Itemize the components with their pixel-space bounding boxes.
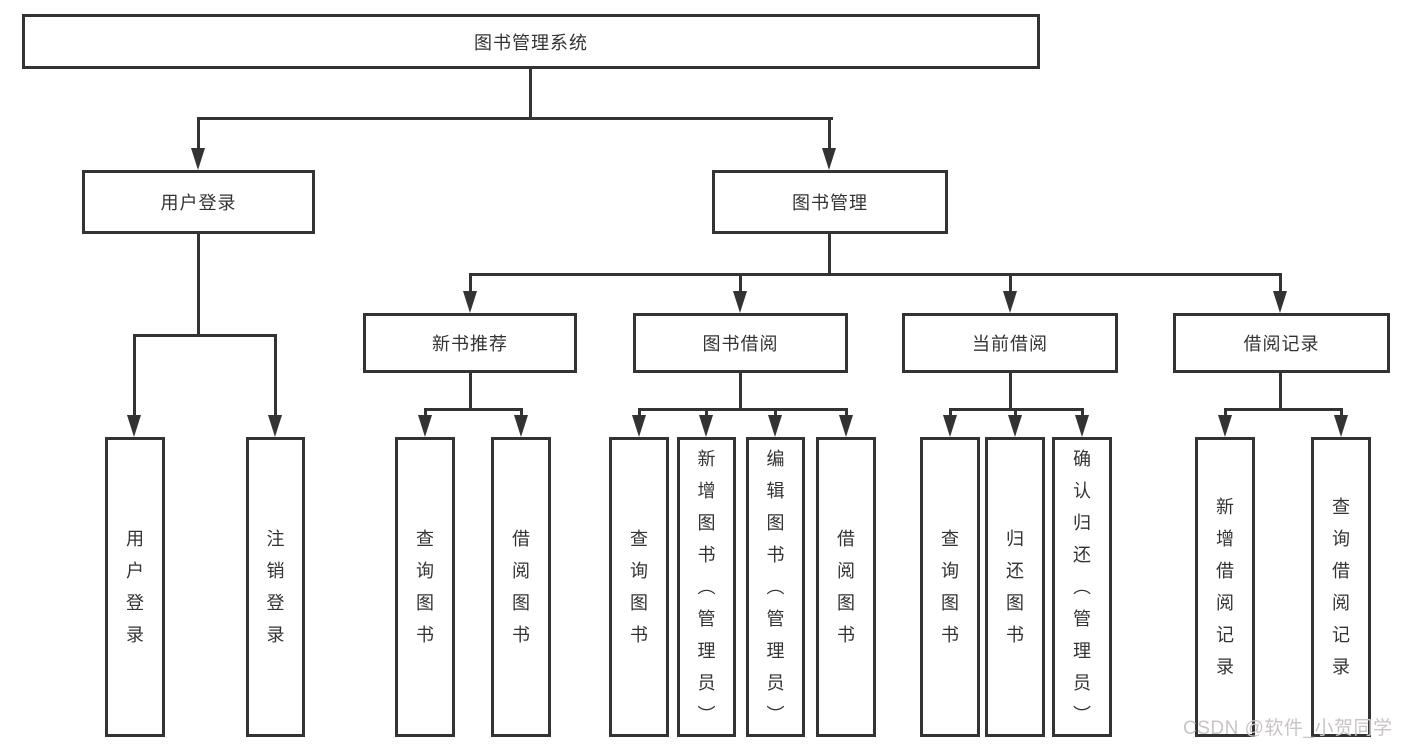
connector-line [1224, 408, 1227, 420]
node-user-login: 用户登录 [82, 170, 315, 234]
connector-line [1081, 408, 1084, 420]
connector-line [739, 273, 742, 295]
node-label: 当前借阅 [972, 334, 1048, 354]
node-label: 用户登录 [160, 193, 237, 213]
connector-line [828, 234, 831, 276]
connector-line [197, 117, 833, 120]
arrow-down-icon [191, 148, 205, 170]
arrow-down-icon [822, 148, 836, 170]
node-current-borrow: 当前借阅 [902, 313, 1118, 373]
connector-line [774, 408, 777, 420]
node-label: 借阅图书 [512, 529, 530, 645]
node-label: 注销登录 [266, 529, 285, 645]
arrow-down-icon [1008, 415, 1022, 437]
connector-line [469, 273, 472, 295]
node-borrow-records: 借阅记录 [1173, 313, 1390, 373]
leaf-return-books: 归还图书 [985, 437, 1045, 737]
arrow-down-icon [418, 415, 432, 437]
arrow-down-icon [1273, 291, 1287, 313]
connector-line [949, 408, 952, 420]
arrow-down-icon [1218, 415, 1232, 437]
arrow-down-icon [699, 415, 713, 437]
arrow-down-icon [268, 415, 282, 437]
connector-line [1009, 273, 1012, 295]
leaf-query-borrow-record: 查询借阅记录 [1311, 437, 1371, 737]
leaf-borrow-books: 借阅图书 [816, 437, 876, 737]
node-label: 查询图书 [630, 529, 648, 645]
connector-line [133, 334, 277, 337]
node-label: 归还图书 [1006, 529, 1024, 645]
arrow-down-icon [768, 415, 782, 437]
node-label: 确认归还︵管理员︶ [1073, 449, 1091, 725]
leaf-logout: 注销登录 [246, 437, 305, 737]
connector-line [828, 117, 831, 151]
connector-line [520, 408, 523, 420]
node-label: 借阅记录 [1243, 334, 1320, 354]
node-label: 编辑图书︵管理员︶ [766, 449, 785, 725]
connector-line [1279, 373, 1282, 411]
connector-line [1340, 408, 1343, 420]
arrow-down-icon [1003, 291, 1017, 313]
node-label: 查询图书 [941, 529, 959, 645]
leaf-add-borrow-record: 新增借阅记录 [1195, 437, 1255, 737]
connector-line [1014, 408, 1017, 420]
arrow-down-icon [463, 291, 477, 313]
connector-line [1009, 373, 1012, 411]
node-label: 图书管理 [792, 193, 868, 213]
leaf-confirm-return-admin: 确认归还︵管理员︶ [1052, 437, 1112, 737]
arrow-down-icon [1075, 415, 1089, 437]
arrow-down-icon [127, 415, 141, 437]
node-label: 图书借阅 [702, 334, 779, 354]
node-label: 借阅图书 [837, 529, 855, 645]
arrow-down-icon [733, 291, 747, 313]
connector-line [638, 408, 641, 420]
leaf-user-login: 用户登录 [105, 437, 165, 737]
connector-line [274, 334, 277, 418]
leaf-query-books-recommend: 查询图书 [395, 437, 455, 737]
node-label: 新书推荐 [432, 334, 508, 354]
connector-line [424, 408, 427, 420]
arrow-down-icon [839, 415, 853, 437]
leaf-query-books-current: 查询图书 [920, 437, 980, 737]
node-label: 新增图书︵管理员︶ [697, 449, 716, 725]
node-label: 图书管理系统 [474, 32, 588, 53]
connector-line [133, 334, 136, 418]
csdn-watermark: CSDN @软件_小贺同学 [1183, 718, 1393, 739]
connector-line [1279, 273, 1282, 295]
connector-line [469, 273, 1282, 276]
connector-line [424, 408, 523, 411]
connector-line [529, 69, 532, 120]
connector-line [705, 408, 708, 420]
node-label: 查询借阅记录 [1332, 497, 1350, 677]
node-label: 用户登录 [126, 529, 144, 645]
arrow-down-icon [1334, 415, 1348, 437]
node-root-library-system: 图书管理系统 [22, 14, 1040, 69]
connector-line [469, 373, 472, 411]
node-new-book-recommend: 新书推荐 [363, 313, 577, 373]
connector-line [197, 234, 200, 337]
connector-line [197, 117, 200, 151]
node-book-borrow: 图书借阅 [633, 313, 848, 373]
leaf-borrow-books-recommend: 借阅图书 [491, 437, 551, 737]
arrow-down-icon [632, 415, 646, 437]
node-book-management: 图书管理 [712, 170, 948, 234]
arrow-down-icon [943, 415, 957, 437]
leaf-query-books-borrow: 查询图书 [609, 437, 669, 737]
leaf-add-books-admin: 新增图书︵管理员︶ [677, 437, 736, 737]
node-label: 查询图书 [416, 529, 434, 645]
leaf-edit-books-admin: 编辑图书︵管理员︶ [746, 437, 805, 737]
connector-line [739, 373, 742, 411]
node-label: 新增借阅记录 [1216, 497, 1234, 677]
connector-line [845, 408, 848, 420]
arrow-down-icon [514, 415, 528, 437]
connector-line [638, 408, 848, 411]
connector-line [1224, 408, 1343, 411]
